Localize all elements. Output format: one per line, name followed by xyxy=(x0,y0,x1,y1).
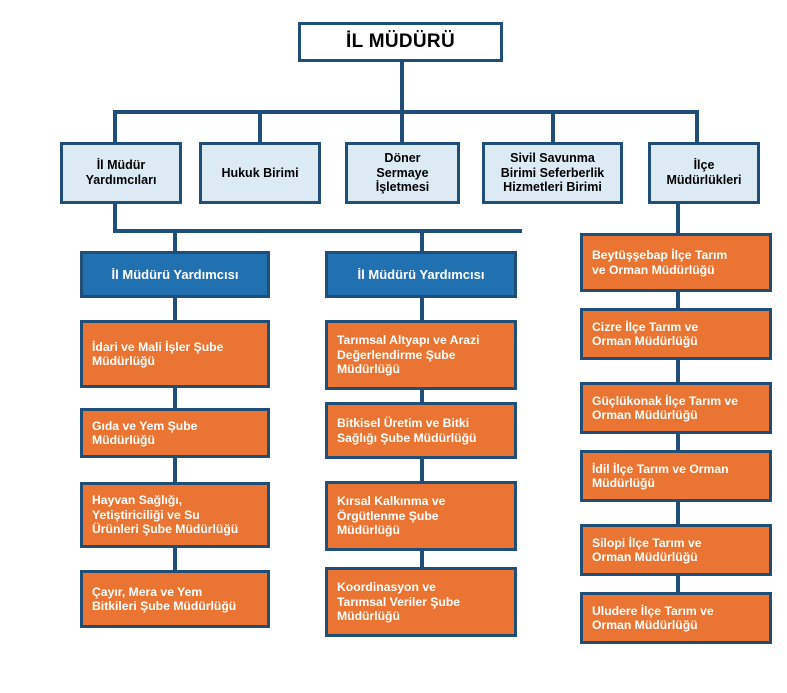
node-unit-kirsal-kalkinma[interactable]: Kırsal Kalkınma ve Örgütlenme Şube Müdür… xyxy=(325,481,517,551)
connector-deputy-right-drop xyxy=(420,229,424,251)
node-il-mudur-yardimcilari[interactable]: İl Müdür Yardımcıları xyxy=(60,142,182,204)
connector-deputies-stem xyxy=(113,203,117,233)
node-unit-hayvan-sagligi[interactable]: Hayvan Sağlığı, Yetiştiriciliği ve Su Ür… xyxy=(80,482,270,548)
connector-mid-col-3 xyxy=(420,459,424,481)
node-unit-koordinasyon[interactable]: Koordinasyon ve Tarımsal Veriler Şube Mü… xyxy=(325,567,517,637)
node-label: Silopi İlçe Tarım ve Orman Müdürlüğü xyxy=(592,535,702,564)
node-district-silopi[interactable]: Silopi İlçe Tarım ve Orman Müdürlüğü xyxy=(580,524,772,576)
connector-left-col-1 xyxy=(173,298,177,320)
connector-mid-col-2 xyxy=(420,390,424,402)
node-label: İL MÜDÜRÜ xyxy=(346,30,455,52)
connector-left-col-3 xyxy=(173,458,177,482)
node-unit-tarimsal-altyapi[interactable]: Tarımsal Altyapı ve Arazi Değerlendirme … xyxy=(325,320,517,390)
node-label: İdil İlçe Tarım ve Orman Müdürlüğü xyxy=(592,461,729,490)
node-sivil-savunma-birimi[interactable]: Sivil Savunma Birimi Seferberlik Hizmetl… xyxy=(482,142,623,204)
connector-right-col-3 xyxy=(676,434,680,450)
connector-drop-hukuk-birimi xyxy=(258,110,262,142)
connector-left-col-4 xyxy=(173,548,177,570)
node-label: İlçe Müdürlükleri xyxy=(666,158,742,187)
node-label: Beytüşşebap İlçe Tarım ve Orman Müdürlüğ… xyxy=(592,248,728,277)
connector-left-col-2 xyxy=(173,388,177,408)
node-district-cizre[interactable]: Cizre İlçe Tarım ve Orman Müdürlüğü xyxy=(580,308,772,360)
connector-drop-il-mudur-yardimcilari xyxy=(113,110,117,142)
connector-drop-doner-sermaye xyxy=(400,110,404,142)
node-hukuk-birimi[interactable]: Hukuk Birimi xyxy=(199,142,321,204)
node-district-uludere[interactable]: Uludere İlçe Tarım ve Orman Müdürlüğü xyxy=(580,592,772,644)
connector-deputies-bus xyxy=(113,229,522,233)
connector-right-col-2 xyxy=(676,360,680,382)
node-doner-sermaye-isletmesi[interactable]: Döner Sermaye İşletmesi xyxy=(345,142,460,204)
connector-mid-col-4 xyxy=(420,551,424,567)
connector-right-col-5 xyxy=(676,576,680,592)
node-label: Bitkisel Üretim ve Bitki Sağlığı Şube Mü… xyxy=(337,416,477,445)
node-label: Hukuk Birimi xyxy=(221,165,299,180)
node-label: Hayvan Sağlığı, Yetiştiriciliği ve Su Ür… xyxy=(92,493,239,537)
node-label: Cizre İlçe Tarım ve Orman Müdürlüğü xyxy=(592,319,699,348)
node-district-beytussebap[interactable]: Beytüşşebap İlçe Tarım ve Orman Müdürlüğ… xyxy=(580,233,772,292)
node-deputy-right[interactable]: İl Müdürü Yardımcısı xyxy=(325,251,517,298)
node-ilce-mudurlukleri[interactable]: İlçe Müdürlükleri xyxy=(648,142,760,204)
node-label: Döner Sermaye İşletmesi xyxy=(375,150,430,195)
connector-right-col-4 xyxy=(676,502,680,524)
node-label: Çayır, Mera ve Yem Bitkileri Şube Müdürl… xyxy=(92,584,237,613)
node-label: İl Müdürü Yardımcısı xyxy=(357,266,485,282)
node-label: İdari ve Mali İşler Şube Müdürlüğü xyxy=(92,339,224,368)
connector-deputy-left-drop xyxy=(173,229,177,251)
connector-drop-ilce-mudurlukleri xyxy=(695,110,699,142)
node-district-guclukonak[interactable]: Güçlükonak İlçe Tarım ve Orman Müdürlüğü xyxy=(580,382,772,434)
node-label: Güçlükonak İlçe Tarım ve Orman Müdürlüğü xyxy=(592,393,739,422)
node-label: İl Müdür Yardımcıları xyxy=(85,158,157,187)
node-unit-cayir-mera-yem[interactable]: Çayır, Mera ve Yem Bitkileri Şube Müdürl… xyxy=(80,570,270,628)
node-label: Sivil Savunma Birimi Seferberlik Hizmetl… xyxy=(500,150,605,195)
node-unit-bitkisel-uretim[interactable]: Bitkisel Üretim ve Bitki Sağlığı Şube Mü… xyxy=(325,402,517,459)
connector-level2-bus xyxy=(113,110,697,114)
node-district-idil[interactable]: İdil İlçe Tarım ve Orman Müdürlüğü xyxy=(580,450,772,502)
node-deputy-left[interactable]: İl Müdürü Yardımcısı xyxy=(80,251,270,298)
connector-drop-sivil-savunma xyxy=(551,110,555,142)
node-unit-idari-mali-isler[interactable]: İdari ve Mali İşler Şube Müdürlüğü xyxy=(80,320,270,388)
connector-right-col-1 xyxy=(676,292,680,308)
node-label: Kırsal Kalkınma ve Örgütlenme Şube Müdür… xyxy=(337,494,446,538)
connector-root-down xyxy=(400,60,404,112)
node-label: Koordinasyon ve Tarımsal Veriler Şube Mü… xyxy=(337,580,461,624)
node-label: İl Müdürü Yardımcısı xyxy=(111,266,239,282)
connector-right-col-0 xyxy=(676,203,680,233)
node-label: Gıda ve Yem Şube Müdürlüğü xyxy=(92,418,198,447)
connector-mid-col-1 xyxy=(420,298,424,320)
node-unit-gida-yem[interactable]: Gıda ve Yem Şube Müdürlüğü xyxy=(80,408,270,458)
node-label: Uludere İlçe Tarım ve Orman Müdürlüğü xyxy=(592,603,714,632)
node-il-muduru[interactable]: İL MÜDÜRÜ xyxy=(298,22,503,62)
node-label: Tarımsal Altyapı ve Arazi Değerlendirme … xyxy=(337,333,480,377)
